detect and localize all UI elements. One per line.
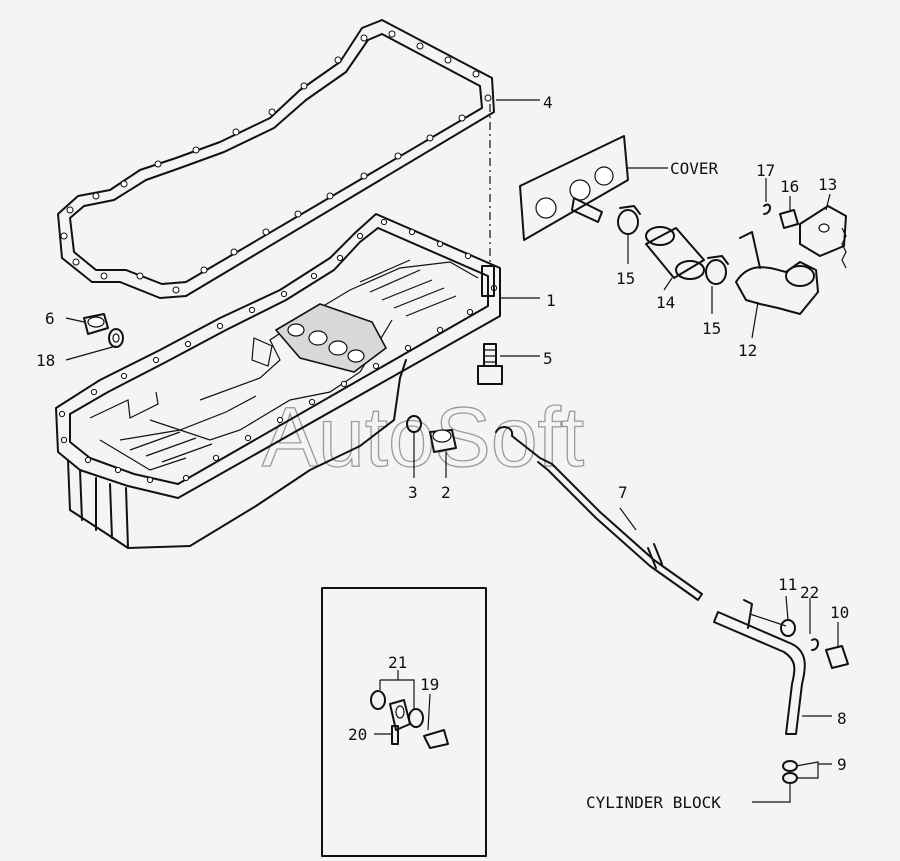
callout-22: 22	[800, 583, 819, 602]
callout-9: 9	[837, 755, 847, 774]
callout-1: 1	[546, 291, 556, 310]
callout-4: 4	[543, 93, 553, 112]
callout-16: 16	[780, 177, 799, 196]
callout-21: 21	[388, 653, 407, 672]
oil-hose	[645, 226, 705, 280]
cover-plate	[519, 135, 629, 241]
callout-7: 7	[618, 483, 628, 502]
callout-15a: 15	[616, 269, 635, 288]
inset-frame	[321, 587, 487, 857]
nut-10	[825, 645, 849, 669]
oil-pan	[55, 213, 501, 549]
callout-numbers: 1 2 3 4 5 6 7 8 9 10 11 12 13 14 15 15 1…	[36, 93, 849, 774]
callout-10: 10	[830, 603, 849, 622]
drain-washer	[108, 328, 124, 348]
clip-22	[811, 638, 819, 651]
callout-20: 20	[348, 725, 367, 744]
hose-clamp-upper	[617, 205, 641, 235]
callout-19: 19	[420, 675, 439, 694]
oil-pan-gasket	[57, 19, 495, 299]
dipstick	[495, 426, 703, 601]
clip-17	[763, 203, 771, 215]
callout-2: 2	[441, 483, 451, 502]
oil-strainer	[799, 205, 847, 269]
callout-15b: 15	[702, 319, 721, 338]
callout-6: 6	[45, 309, 55, 328]
o-rings	[782, 760, 798, 784]
cylinder-block-label: CYLINDER BLOCK	[586, 793, 721, 812]
nut-16	[779, 209, 799, 229]
callout-12: 12	[738, 341, 757, 360]
callout-14: 14	[656, 293, 675, 312]
hose-clamp-lower	[705, 255, 729, 285]
cover-label: COVER	[670, 159, 719, 178]
callout-3: 3	[408, 483, 418, 502]
callout-13: 13	[818, 175, 837, 194]
dipstick-tube	[713, 599, 806, 735]
callout-5: 5	[543, 349, 553, 368]
washer-11	[780, 619, 796, 637]
drain-plug	[83, 313, 109, 335]
callout-8: 8	[837, 709, 847, 728]
oil-plug	[429, 429, 457, 453]
inset-banjo-fitting	[370, 690, 449, 749]
drain-fitting	[477, 343, 503, 385]
leader-lines	[65, 99, 839, 803]
callout-11: 11	[778, 575, 797, 594]
suction-pipe	[735, 231, 819, 315]
callout-18: 18	[36, 351, 55, 370]
callout-17: 17	[756, 161, 775, 180]
